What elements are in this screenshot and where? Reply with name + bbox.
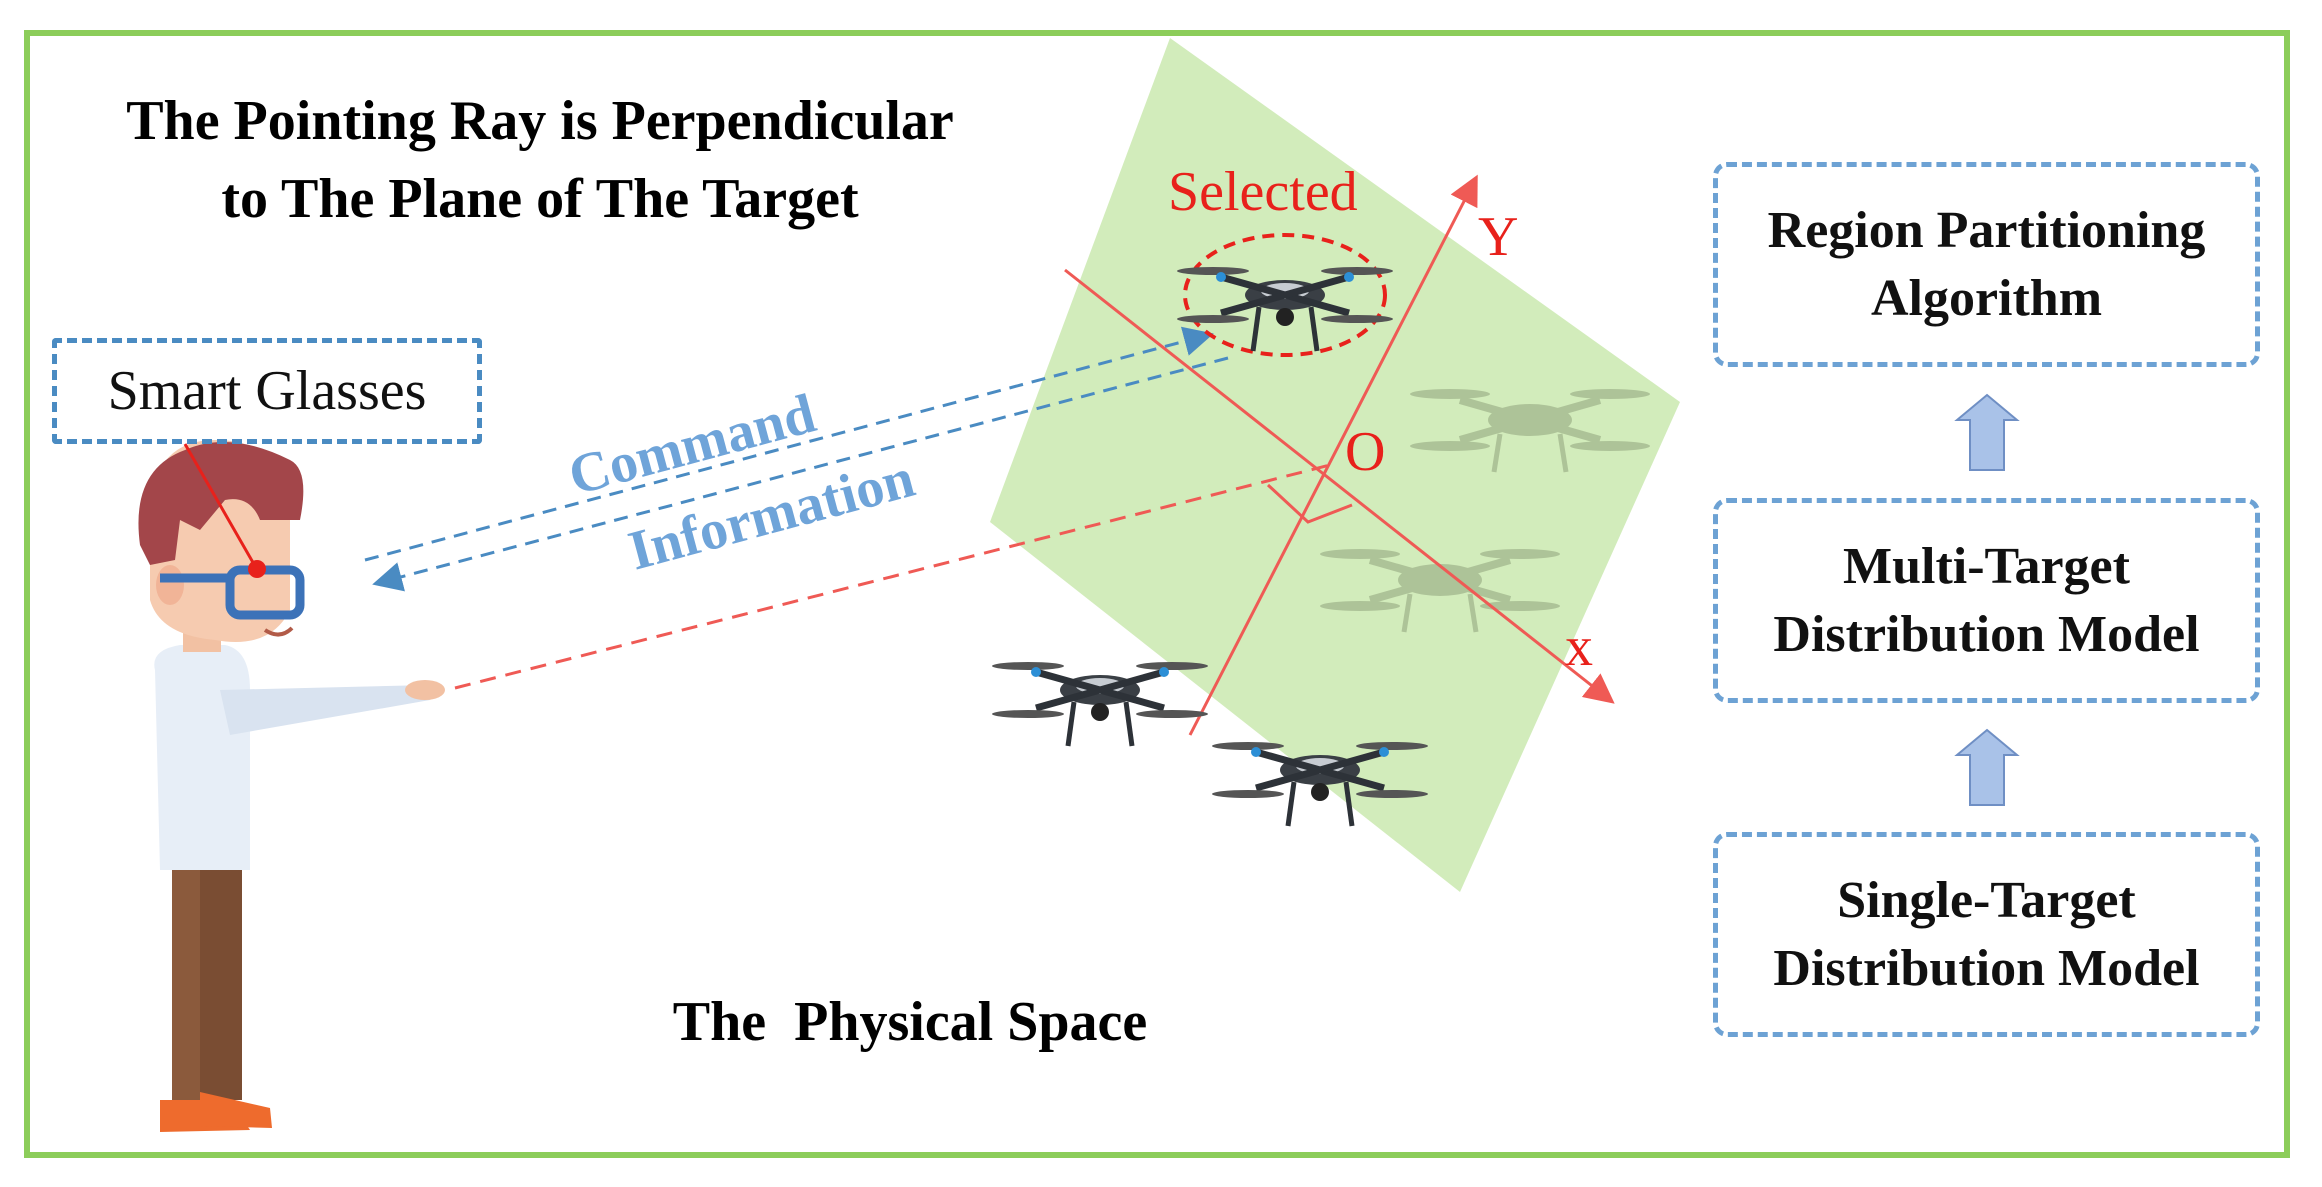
- y-axis: [1188, 174, 1478, 736]
- single-target-box: Single-Target Distribution Model: [1713, 832, 2260, 1037]
- multi-target-label: Multi-Target Distribution Model: [1773, 537, 2200, 663]
- figure-frame: [24, 30, 2290, 1158]
- selection-ring: [1183, 233, 1387, 357]
- drone-selected: [1177, 267, 1393, 352]
- command-arrow: [364, 326, 1214, 562]
- glasses-pointer: [183, 443, 257, 567]
- diagram-title: The Pointing Ray is Perpendicular to The…: [126, 90, 954, 230]
- target-plane: [990, 38, 1680, 892]
- smart-glasses-label: Smart Glasses: [107, 360, 427, 422]
- drone-faded-right: [1410, 389, 1650, 473]
- x-axis: [1064, 268, 1615, 704]
- y-axis-label: Y: [1478, 206, 1518, 268]
- region-partitioning-label: Region Partitioning Algorithm: [1767, 201, 2206, 327]
- information-arrow: [372, 356, 1229, 592]
- glasses-pointer-dot: [248, 560, 266, 578]
- pointing-ray: [454, 463, 1331, 690]
- up-arrow-upper: [1954, 393, 2020, 471]
- up-arrow-lower: [1954, 728, 2020, 806]
- physical-space-label: The Physical Space: [672, 991, 1148, 1053]
- origin-label: O: [1345, 421, 1385, 483]
- drone-bottom: [1212, 742, 1428, 827]
- person-illustration: [138, 440, 445, 1132]
- drone-left: [992, 662, 1208, 747]
- smart-glasses-box: Smart Glasses: [52, 338, 482, 444]
- region-partitioning-box: Region Partitioning Algorithm: [1713, 162, 2260, 367]
- right-angle-mark: [1266, 483, 1353, 524]
- single-target-label: Single-Target Distribution Model: [1773, 871, 2200, 997]
- selected-label: Selected: [1168, 161, 1358, 223]
- multi-target-box: Multi-Target Distribution Model: [1713, 498, 2260, 703]
- x-axis-label: x: [1565, 616, 1593, 678]
- drone-faded-center: [1320, 549, 1560, 633]
